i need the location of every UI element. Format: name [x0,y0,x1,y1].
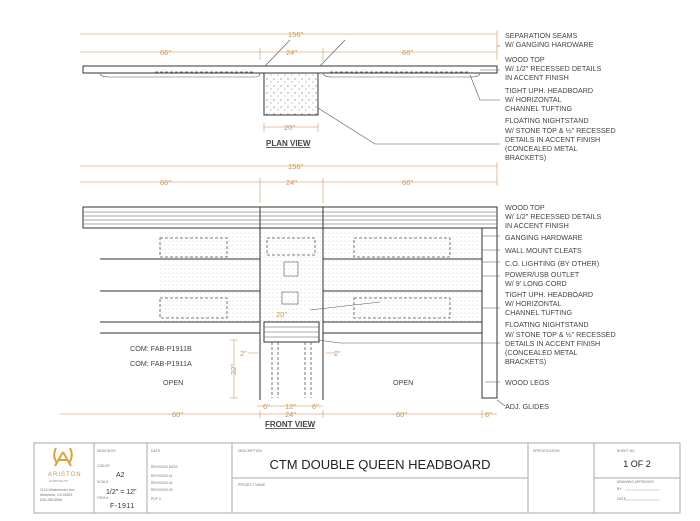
callout-text: DATE [617,497,627,501]
callout-text: 626-458-8668 [40,498,62,502]
callout-text: (CONCEALED METAL [505,144,578,153]
com-label-b: COM: FAB-P1911B [130,344,192,353]
callout-text: PROJECT NAME [238,483,266,487]
cad-by-value: A2 [116,472,125,479]
front-dim-sub-center: 12" [285,402,296,411]
sheet-number: 1 OF 2 [623,459,651,469]
open-label-right: OPEN [393,378,413,387]
callout-text: REVISION #2 [151,481,173,485]
callout-text: BRACKETS) [505,357,546,366]
callout-text: W/ GANGING HARDWARE [505,40,594,49]
front-dim-right: 66" [402,178,413,187]
drawing-title: CTM DOUBLE QUEEN HEADBOARD [269,457,490,472]
callout-text: CAD BY [97,464,111,468]
callout-text: W/ STONE TOP & ½" RECESSED [505,330,616,339]
callout-text: IN ACCENT FINISH [505,221,569,230]
plan-view: 156" 66" 24" 66" 20" PLAN VIEW [80,30,500,148]
front-view: 156" 66" 24" 66" 20" 2" 2" 22" 6" 12" 6"… [60,162,506,429]
callout-text: DRAWING APPROVED [617,480,654,484]
callout-text: 1124 Westminster Ave. [40,488,76,492]
plan-dim-overall: 156" [288,30,304,39]
callout-text: W/ STONE TOP & ½" RECESSED [505,126,616,135]
logo-text: ARISTON [48,472,82,478]
callout-text: Alhambra, CA 91803 [40,493,72,497]
callout-text: FLOATING NIGHTSTAND [505,320,589,329]
front-dim-bottom-left: 60" [172,410,183,419]
plan-dim-right: 66" [402,48,413,57]
plan-view-title: PLAN VIEW [266,139,311,148]
front-dim-center: 24" [286,178,297,187]
callout-text: CHANNEL TUFTING [505,104,572,113]
front-dim-sub-left: 6" [263,402,270,411]
plan-dim-left: 66" [160,48,171,57]
front-view-title: FRONT VIEW [265,420,316,429]
callout-text: WOOD TOP [505,55,545,64]
callout-text: ADJ. GLIDES [505,402,549,411]
callout-text: C.O. LIGHTING (BY OTHER) [505,259,599,268]
front-dim-left: 66" [160,178,171,187]
callout-text: SPECIFICATION [533,449,560,453]
callout-text: ITEM # [97,496,108,500]
callout-text: WOOD TOP [505,203,545,212]
callout-text: DATE [151,449,161,453]
callout-text: (CONCEALED METAL [505,348,578,357]
logo-mark-icon [53,447,73,467]
callout-text: SEPARATION SEAMS [505,31,578,40]
plan-dim-center: 24" [286,48,297,57]
plan-dim-nightstand: 20" [284,123,295,132]
callout-text: CHANNEL TUFTING [505,308,572,317]
callout-text: SCALE [97,480,109,484]
callout-text: WOOD LEGS [505,378,550,387]
callout-text: DESCRIPTION [238,449,262,453]
callout-text: W/ HORIZONTAL [505,299,562,308]
front-dim-nightstand: 20" [276,310,287,319]
callout-text: BY [617,487,622,491]
logo-subtext: HOSPITALITY [49,479,68,483]
item-value: F-1911 [110,503,135,510]
front-dim-bottom-right: 60" [396,410,407,419]
callout-text: PDF # [151,497,161,501]
front-dim-sub-right: 6" [312,402,319,411]
callout-text: TIGHT UPH. HEADBOARD [505,290,593,299]
callout-text: W/ HORIZONTAL [505,95,562,104]
open-label-left: OPEN [163,378,183,387]
callout-text: DESIGN BY [97,449,117,453]
callout-text: FLOATING NIGHTSTAND [505,116,589,125]
front-dim-side-left: 2" [240,349,247,358]
front-dim-side-right: 2" [334,349,341,358]
callout-text: REVISION #3 [151,488,173,492]
callout-text: DETAILS IN ACCENT FINISH [505,135,600,144]
front-dim-bottom-center: 24" [285,410,296,419]
front-dim-height: 22" [229,364,238,375]
callout-text: WALL MOUNT CLEATS [505,246,582,255]
scale-value: 1/2" = 12" [106,489,137,496]
callout-text: W/ 1/2" RECESSED DETAILS [505,212,601,221]
callout-text: W/ 1/2" RECESSED DETAILS [505,64,601,73]
callout-text: SHEET NO [617,449,635,453]
callout-text: IN ACCENT FINISH [505,73,569,82]
title-block: ARISTON HOSPITALITY 1124 Westminster Ave… [33,442,681,514]
callout-text: DETAILS IN ACCENT FINISH [505,339,600,348]
callout-text: REVISION #1 [151,474,173,478]
callout-text: BRACKETS) [505,153,546,162]
callout-text: TIGHT UPH. HEADBOARD [505,86,593,95]
callout-text: REVISION DATE [151,465,178,469]
callout-text: GANGING HARDWARE [505,233,583,242]
front-dim-overall: 156" [288,162,304,171]
com-label-a: COM: FAB-P1911A [130,359,192,368]
callout-text: POWER/USB OUTLET [505,270,580,279]
front-dim-leg: 6" [485,410,492,419]
callout-text: W/ 9' LONG CORD [505,279,567,288]
